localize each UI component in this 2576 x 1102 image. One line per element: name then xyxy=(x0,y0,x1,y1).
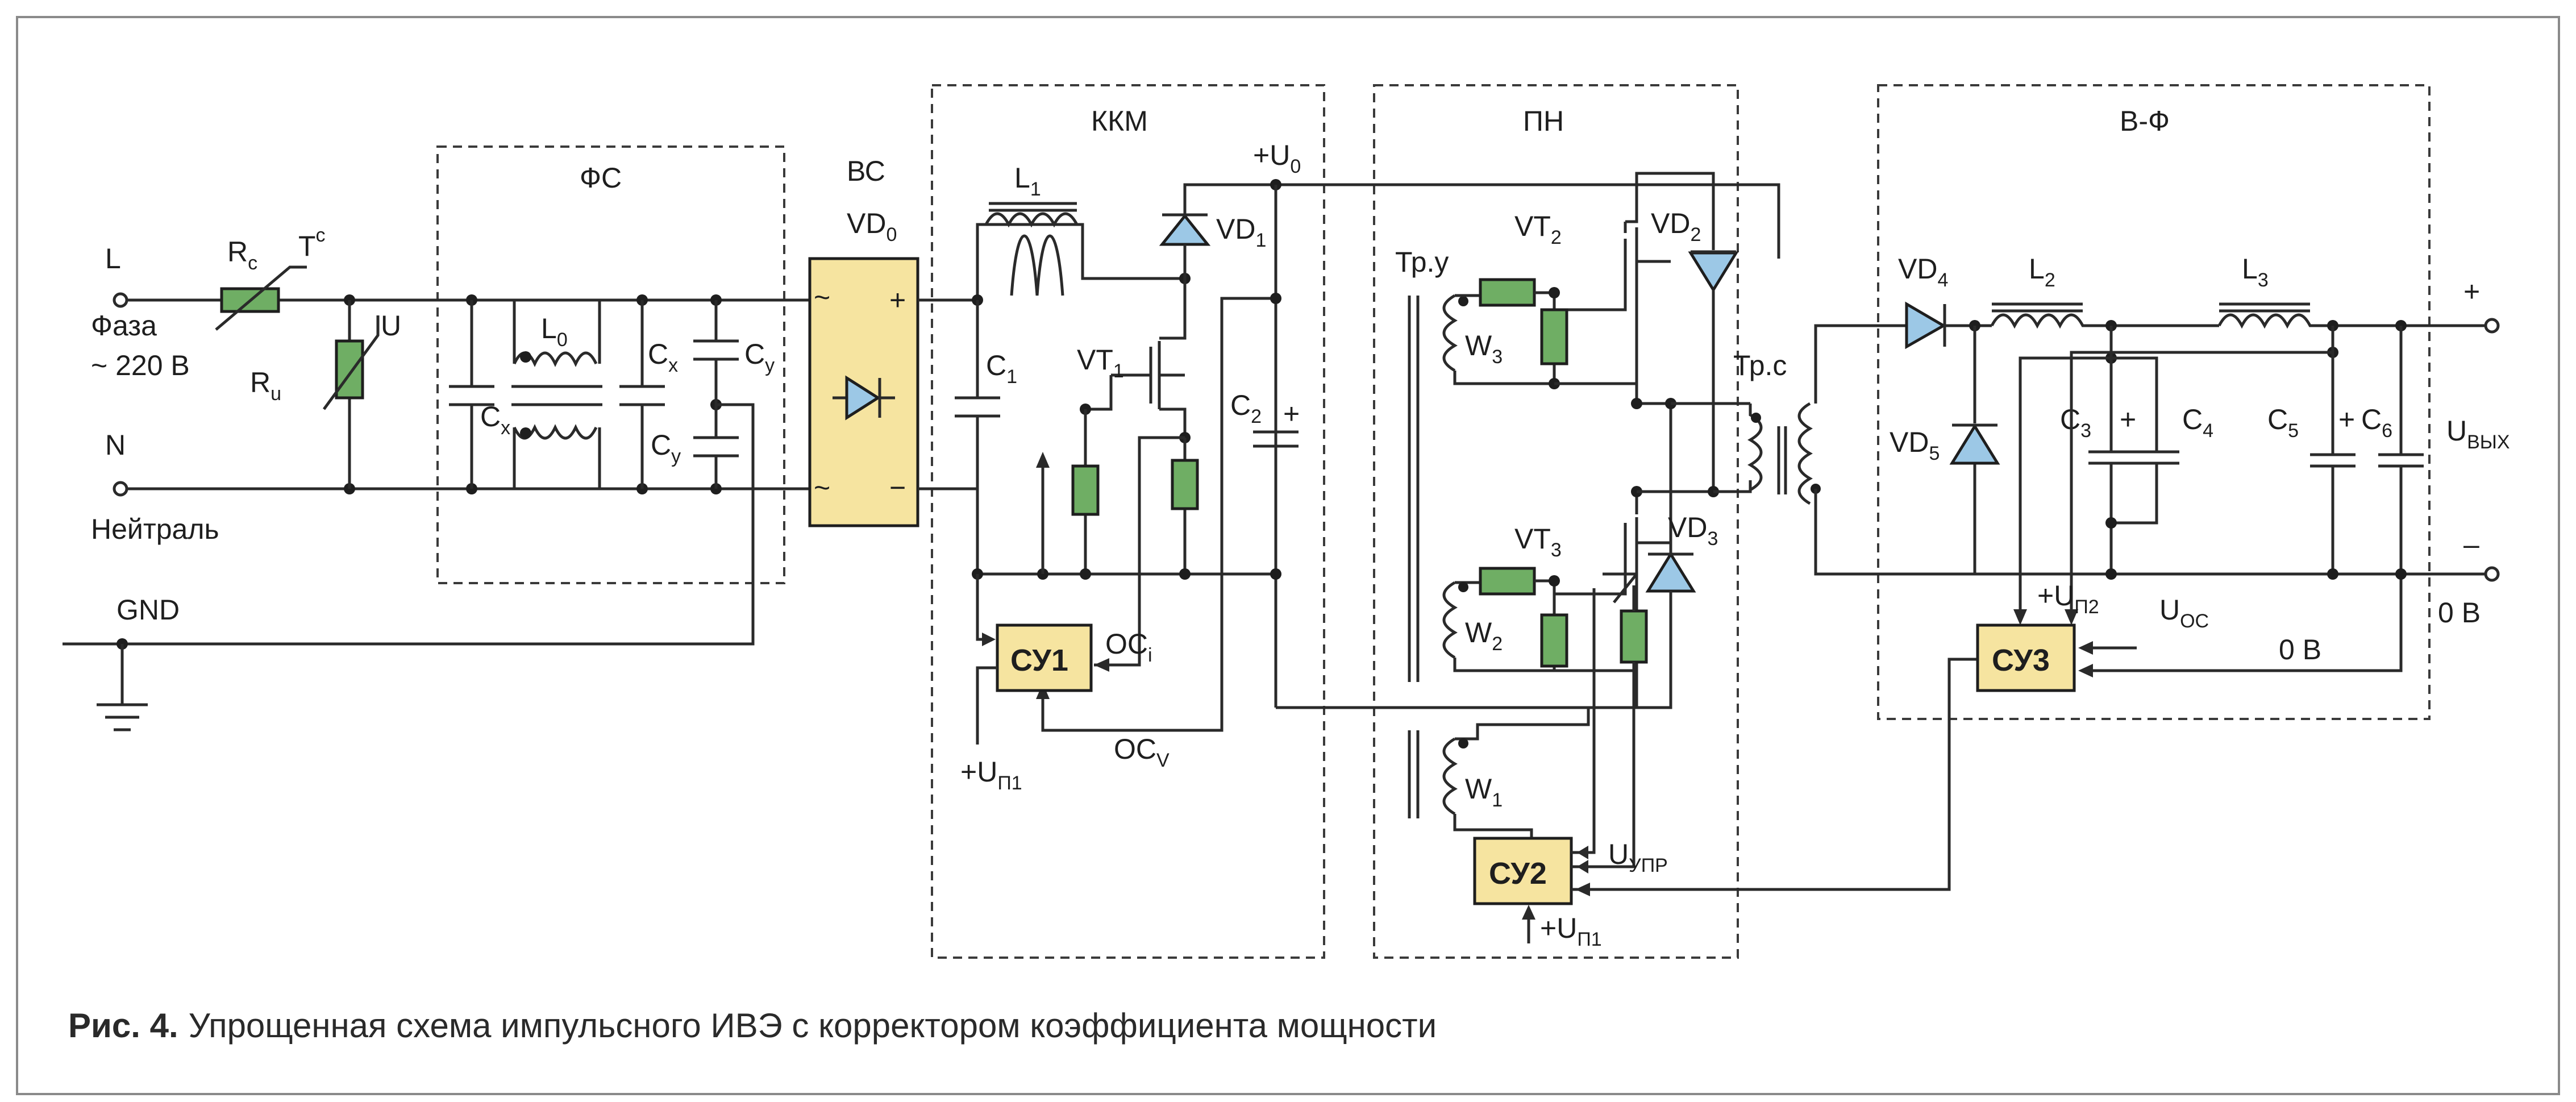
inductor-l2 xyxy=(1990,313,2219,329)
svg-text:Тр.с: Тр.с xyxy=(1733,350,1787,381)
svg-text:OCi: OCi xyxy=(1105,628,1152,666)
svg-text:0 В: 0 В xyxy=(2438,597,2481,629)
kkm-section-label: ККМ xyxy=(1091,105,1148,137)
svg-text:L0: L0 xyxy=(541,313,568,351)
mosfet-vt2 xyxy=(1554,172,1715,385)
svg-text:Cx: Cx xyxy=(648,338,678,376)
svg-text:Rc: Rc xyxy=(227,236,257,274)
svg-text:−: − xyxy=(889,472,906,504)
svg-text:+: + xyxy=(889,284,906,316)
svg-text:~: ~ xyxy=(814,472,830,504)
svg-text:VT3: VT3 xyxy=(1514,523,1562,561)
svg-text:~: ~ xyxy=(814,281,830,313)
fs-section-label: ФС xyxy=(580,162,622,194)
svg-text:L1: L1 xyxy=(1014,162,1041,200)
figure-caption-text: Упрощенная схема импульсного ИВЭ с корре… xyxy=(188,1007,1437,1045)
svg-text:VD4: VD4 xyxy=(1898,253,1948,291)
figure-caption: Рис. 4. Упрощенная схема импульсного ИВЭ … xyxy=(68,1006,1437,1045)
svg-text:OCV: OCV xyxy=(1114,733,1170,771)
svg-text:W1: W1 xyxy=(1465,773,1503,811)
label-gnd: GND xyxy=(116,594,180,626)
label-N: N xyxy=(105,429,126,461)
control-block-su3 xyxy=(1976,623,2076,692)
control-block-su2 xyxy=(1473,837,1573,905)
inductor-l3 xyxy=(2217,313,2486,329)
mosfet-vt3 xyxy=(1554,492,1671,709)
vf-section-box xyxy=(1877,84,2431,720)
svg-text:Ru: Ru xyxy=(250,367,281,405)
svg-text:C2: C2 xyxy=(1230,389,1262,427)
label-neutral: Нейтраль xyxy=(91,513,219,545)
svg-text:+UП1: +UП1 xyxy=(1540,912,1602,950)
svg-text:0 В: 0 В xyxy=(2279,634,2321,666)
terminal-out-plus xyxy=(2484,318,2500,334)
svg-text:+U0: +U0 xyxy=(1253,139,1301,177)
svg-text:Cy: Cy xyxy=(651,429,681,467)
svg-text:C1: C1 xyxy=(986,350,1017,388)
svg-text:+UП2: +UП2 xyxy=(2037,580,2099,618)
fs-section-box xyxy=(436,145,785,584)
vs-section-label: ВС xyxy=(847,155,885,187)
svg-text:W2: W2 xyxy=(1465,617,1503,655)
svg-text:VT1: VT1 xyxy=(1077,344,1124,382)
svg-text:VD5: VD5 xyxy=(1890,426,1940,464)
figure-number: Рис. 4. xyxy=(68,1007,178,1045)
svg-text:+UП1: +UП1 xyxy=(960,756,1022,794)
pn-section-label: ПН xyxy=(1523,105,1564,137)
svg-text:UВЫХ: UВЫХ xyxy=(2446,415,2510,453)
svg-text:C5: C5 xyxy=(2267,404,2299,442)
svg-text:VT2: VT2 xyxy=(1514,210,1562,248)
label-faza: Фаза xyxy=(91,310,157,342)
svg-text:Cx: Cx xyxy=(480,401,510,439)
choke-l0 xyxy=(511,300,602,489)
svg-text:VD0: VD0 xyxy=(847,207,897,246)
kkm-section-box xyxy=(931,84,1325,959)
svg-text:UУПР: UУПР xyxy=(1608,838,1668,876)
svg-text:U: U xyxy=(381,310,401,342)
svg-text:+: + xyxy=(1283,398,1300,430)
varistor-ru xyxy=(335,339,364,400)
svg-text:+: + xyxy=(2463,276,2480,307)
svg-text:C4: C4 xyxy=(2182,404,2213,442)
figure-frame xyxy=(16,16,2560,1095)
svg-text:–: – xyxy=(2463,529,2479,560)
terminal-neutral xyxy=(113,481,128,497)
svg-text:L2: L2 xyxy=(2029,253,2055,291)
transformer-trc xyxy=(1747,402,1813,505)
mosfet-vt1 xyxy=(1111,278,1187,438)
svg-text:L3: L3 xyxy=(2242,253,2269,291)
svg-text:СУ3: СУ3 xyxy=(1992,643,2050,677)
terminal-phase xyxy=(113,292,128,308)
vf-section-label: В-Ф xyxy=(2120,105,2170,137)
wire-gnd xyxy=(63,489,755,646)
svg-text:VD1: VD1 xyxy=(1216,213,1266,251)
svg-text:VD3: VD3 xyxy=(1668,512,1718,550)
svg-text:+: + xyxy=(2120,404,2136,435)
rectifier-vd0 xyxy=(808,257,919,527)
terminal-out-minus xyxy=(2484,566,2500,582)
svg-text:+: + xyxy=(2338,404,2355,435)
svg-text:C3: C3 xyxy=(2060,404,2091,442)
svg-text:Tc: Tc xyxy=(298,224,326,262)
pn-section-box xyxy=(1373,84,1739,959)
inductor-l1 xyxy=(984,212,1079,228)
ground-symbol xyxy=(97,644,148,731)
svg-text:UОС: UОС xyxy=(2159,594,2209,632)
svg-text:W3: W3 xyxy=(1465,330,1503,368)
label-voltage: ~ 220 В xyxy=(91,350,190,381)
svg-text:C6: C6 xyxy=(2361,404,2392,442)
svg-text:Тр.у: Тр.у xyxy=(1395,246,1449,278)
svg-text:VD2: VD2 xyxy=(1651,207,1701,246)
svg-text:Cy: Cy xyxy=(744,338,775,376)
control-block-su1 xyxy=(996,623,1093,692)
svg-text:СУ1: СУ1 xyxy=(1010,643,1068,677)
label-L: L xyxy=(105,243,121,275)
svg-text:СУ2: СУ2 xyxy=(1489,856,1547,891)
